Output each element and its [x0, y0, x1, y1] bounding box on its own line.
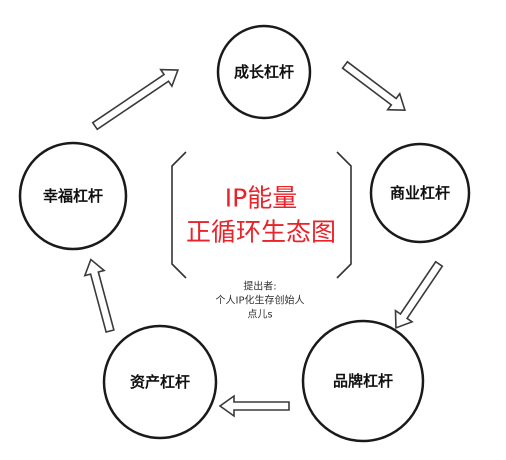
- arrow-happiness-to-growth: [91, 68, 180, 131]
- arrow-brand-to-asset: [218, 394, 290, 418]
- credit-founder-title: 个人IP化生存创始人: [216, 294, 305, 307]
- node-asset-lever: 资产杠杆: [102, 324, 218, 440]
- credit-proposer-label: 提出者:: [243, 280, 276, 293]
- credit-author-name: 点儿s: [247, 309, 272, 321]
- node-happiness-label: 幸福杠杆: [43, 187, 103, 205]
- node-happiness-lever: 幸福杠杆: [18, 141, 128, 251]
- center-title-line-1: IP能量: [225, 184, 297, 213]
- arrow-commerce-to-brand: [394, 260, 444, 329]
- left-bracket: [171, 151, 187, 279]
- arrow-asset-to-happiness: [83, 258, 115, 334]
- node-commerce-label: 商业杠杆: [390, 184, 450, 202]
- node-asset-label: 资产杠杆: [130, 373, 190, 391]
- arrow-growth-to-commerce: [341, 60, 406, 111]
- center-title-line-2: 正循环生态图: [186, 218, 336, 247]
- node-growth-label: 成长杠杆: [234, 63, 294, 81]
- node-brand-lever: 品牌杠杆: [301, 319, 425, 443]
- node-brand-label: 品牌杠杆: [333, 372, 393, 390]
- right-bracket: [336, 151, 352, 279]
- node-growth-lever: 成长杠杆: [216, 24, 312, 120]
- node-commerce-lever: 商业杠杆: [369, 142, 471, 244]
